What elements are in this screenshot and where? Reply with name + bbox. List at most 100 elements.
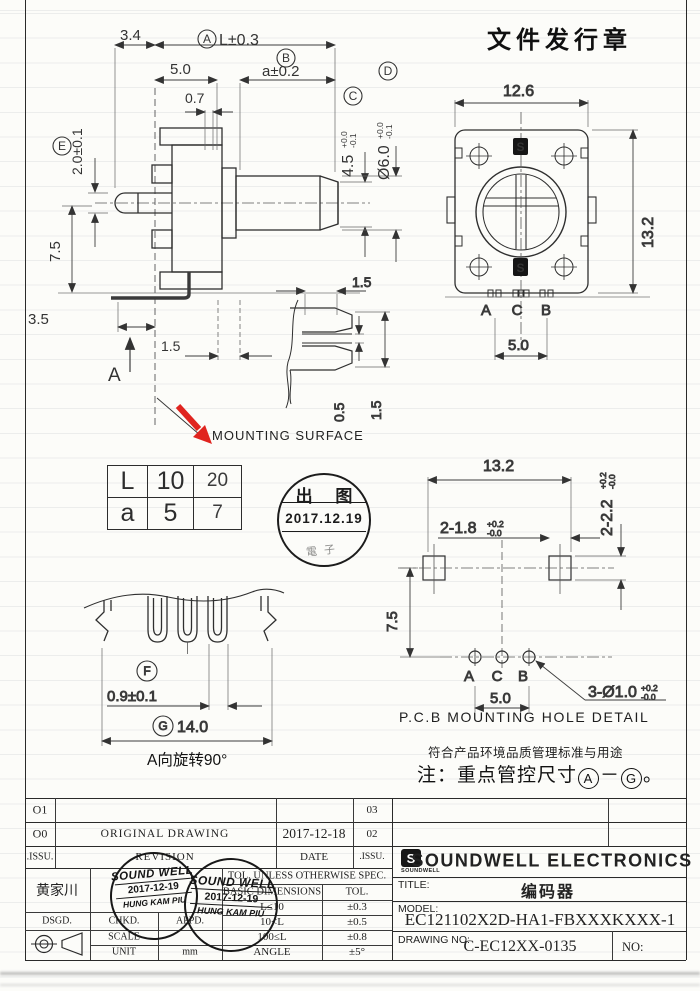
rev-header-date: DATE: [299, 851, 329, 863]
company-name: SOUNDWELL ELECTRONICS: [411, 850, 693, 871]
dim-3-5: 3.5: [28, 311, 49, 328]
drawing-views: 3.4 A L±0.3 5.0 B a±0.2 0.7 E 2.0±0.1 C …: [28, 27, 666, 746]
front-view: [445, 112, 650, 350]
svg-text:3-Ø1.0: 3-Ø1.0: [588, 684, 637, 701]
dim-6-0: Ø6.0 +0.0 -0.1: [375, 122, 394, 180]
side-view: [58, 88, 370, 425]
dim-a-tol: a±0.2: [262, 63, 299, 80]
compliance-note: 符合产品环境品质管理标准与用途: [428, 746, 624, 760]
circled-a: A: [578, 768, 600, 789]
release-stamp-title: 出 图: [295, 487, 362, 506]
model-value: EC121102X2D-HA1-FBXXXKXXX-1: [404, 910, 676, 929]
sheet-border-left: [25, 0, 26, 960]
svg-text:-0.0: -0.0: [487, 528, 502, 538]
model-label: MODEL:: [398, 903, 439, 915]
pcb-detail-dimensions: 13.2 2-1.8 +0.2 -0.0 2-2.2 +0.2 -0.0 7.5…: [384, 458, 666, 712]
note-prefix: 注：重点管控尺寸: [417, 765, 578, 786]
pcb-pin-c: C: [492, 668, 503, 685]
tol-col2-header: TOL.: [345, 886, 369, 898]
dim-letter-b: B: [282, 51, 290, 65]
tol-row-dim: ANGLE: [253, 946, 291, 958]
svg-text:S: S: [516, 261, 524, 275]
dim-7-5: 7.5: [47, 241, 64, 262]
length-option-table: L 10 20 a 5 7: [107, 465, 242, 530]
section-label: A: [108, 365, 121, 386]
appd-label: APPD.: [175, 915, 205, 927]
note-suffix: 。: [643, 765, 664, 786]
rev-mark-0: O0: [32, 826, 48, 841]
tol-row-val: ±0.8: [347, 931, 367, 943]
pcb-detail: [398, 540, 614, 668]
dim-12-6: 12.6: [503, 83, 534, 100]
side-view-dimensions: [62, 41, 402, 372]
rev-header-issu: .ISSU.: [359, 852, 385, 862]
designer-name: 黄家川: [36, 882, 78, 898]
dim-2-0: 2.0±0.1: [69, 128, 85, 175]
stamp-line: [282, 502, 366, 503]
tol-row-dim: L≤10: [260, 901, 284, 913]
dsgd-label: DSGD.: [42, 915, 72, 927]
scan-streak: [0, 972, 700, 975]
mounting-surface-label: MOUNTING SURFACE: [212, 428, 364, 443]
lg-cell: 7: [212, 502, 223, 524]
dim-3-4: 3.4: [120, 27, 141, 44]
issue-stamp-title: 文件发行章: [487, 28, 632, 54]
rev-date-0: 2017-12-18: [282, 826, 346, 841]
svg-text:+0.0: +0.0: [375, 122, 385, 139]
dim-slot-1-8: 2-1.8 +0.2 -0.0: [440, 519, 505, 539]
rotated-view-caption: A向旋转90°: [147, 752, 228, 769]
unit-label: UNIT: [112, 946, 136, 958]
dim-0-5: 0.5: [331, 402, 347, 422]
tol-row-val: ±0.3: [347, 901, 367, 913]
tol-row-val: ±5°: [349, 946, 365, 958]
front-view-dimensions: 12.6 13.2 5.0 A C B: [454, 83, 657, 360]
dim-4-5: 4.5 +0.0 -0.1: [339, 131, 358, 177]
dim-length: L±0.3: [219, 32, 259, 49]
svg-text:S: S: [516, 140, 524, 154]
dim-14-0: 14.0: [177, 719, 208, 736]
svg-text:2-2.2: 2-2.2: [599, 499, 616, 536]
svg-text:+0.2: +0.2: [641, 683, 658, 693]
svg-text:4.5: 4.5: [340, 155, 357, 177]
rev-mark-1: O1: [32, 802, 48, 817]
dim-pitch-5-0: 5.0: [508, 337, 529, 354]
scale-label: SCALE: [108, 931, 140, 943]
svg-text:+0.2: +0.2: [487, 519, 504, 529]
pcb-pin-b: B: [518, 668, 528, 685]
dim-pcb-5-0: 5.0: [490, 690, 511, 707]
svg-text:-0.1: -0.1: [384, 124, 394, 139]
svg-text:+0.0: +0.0: [339, 131, 349, 148]
dim-0-7: 0.7: [185, 90, 205, 106]
dim-pcb-13-2: 13.2: [483, 458, 514, 475]
lg-cell: a: [108, 497, 148, 529]
pin-label-a: A: [481, 302, 491, 319]
sheet-border-right: [686, 0, 687, 960]
drawing-no-value: C-EC12XX-0135: [463, 938, 577, 955]
dim-5-0: 5.0: [170, 61, 191, 78]
dim-1-5-left: 1.5: [161, 338, 181, 354]
logo-caption: SOUNDWELL: [401, 868, 441, 874]
dim-pcb-7-5: 7.5: [384, 611, 401, 632]
tol-row-dim: 100≤L: [257, 931, 287, 943]
title-value: 编码器: [520, 884, 576, 901]
title-label: TITLE:: [398, 879, 430, 891]
rev-issu-0: 02: [366, 828, 378, 840]
dim-13-2: 13.2: [640, 217, 657, 248]
note-dash: －: [600, 765, 621, 786]
rotated-terminal-dims: F 0.9±0.1 G 14.0: [101, 644, 273, 746]
dim-letter-a: A: [203, 32, 211, 46]
rev-issu-1: 03: [366, 804, 378, 816]
rev-header-mark: .ISSU.: [26, 851, 54, 863]
circled-g: G: [621, 768, 643, 789]
pin-label-b: B: [541, 302, 551, 319]
svg-text:-0.1: -0.1: [348, 133, 358, 148]
release-stamp-date: 2017.12.19: [285, 511, 363, 526]
dim-holes-1-0: 3-Ø1.0 +0.2 -0.0: [588, 683, 659, 703]
dim-letter-f: F: [143, 664, 150, 678]
dim-1-5-side: 1.5: [368, 400, 384, 420]
mounting-surface-arrow: [156, 397, 212, 444]
dim-letter-d: D: [384, 64, 393, 78]
soundwell-mark-bottom-icon: S: [513, 258, 528, 276]
svg-text:-0.0: -0.0: [607, 474, 617, 489]
